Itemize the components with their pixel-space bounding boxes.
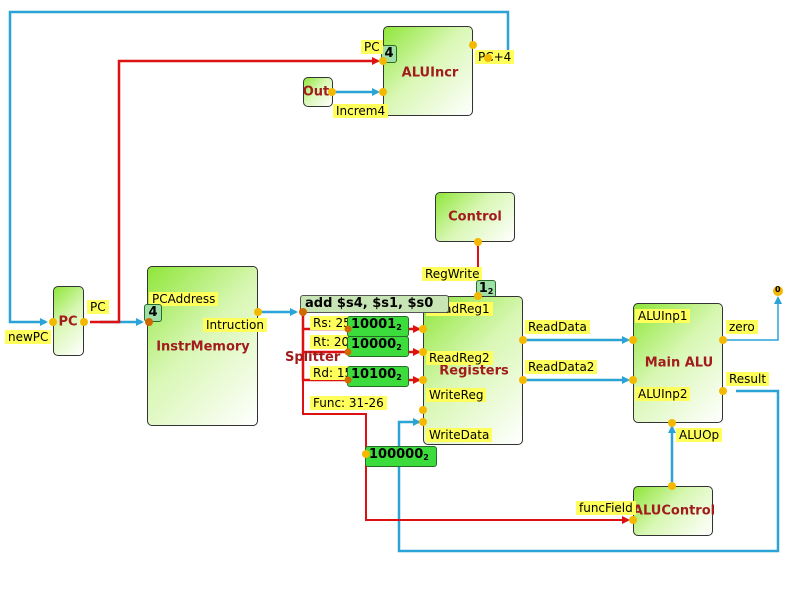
rt-radix: 2 bbox=[396, 343, 402, 352]
control-block[interactable] bbox=[435, 192, 515, 242]
func-bits-display[interactable]: 1000002 bbox=[365, 446, 437, 467]
intruction-label: Intruction bbox=[203, 318, 267, 332]
connector-dot bbox=[379, 88, 387, 96]
connector-dot bbox=[629, 336, 637, 344]
writedata-label: WriteData bbox=[426, 428, 493, 442]
connector-dot bbox=[484, 54, 492, 62]
out-title: Out bbox=[302, 84, 330, 100]
rd-bits: 10100 bbox=[351, 367, 397, 382]
alu-incr-title: ALUIncr bbox=[401, 65, 459, 81]
zero-output-value: 0 bbox=[775, 285, 781, 294]
registers-block[interactable] bbox=[423, 296, 523, 445]
readdata2-label: ReadData2 bbox=[525, 360, 598, 374]
control-title: Control bbox=[448, 209, 502, 225]
result-label: Result bbox=[726, 372, 770, 386]
connector-dot bbox=[419, 406, 427, 414]
readreg2-label: ReadReg2 bbox=[426, 351, 493, 365]
connector-dot bbox=[49, 318, 57, 326]
connector-dot bbox=[328, 88, 336, 96]
regwrite-bit: 1 bbox=[478, 281, 488, 296]
pc-title: PC bbox=[58, 314, 78, 330]
pc-value: 4 bbox=[148, 305, 158, 320]
rs-radix: 2 bbox=[396, 323, 402, 332]
connector-dot bbox=[344, 348, 352, 356]
connector-dot bbox=[519, 336, 527, 344]
alu-incr-pc-label: PC bbox=[361, 40, 383, 54]
connector-dot bbox=[344, 325, 352, 333]
connector-dot bbox=[719, 336, 727, 344]
connector-dot bbox=[719, 387, 727, 395]
alu-control-title: ALUControl bbox=[632, 503, 716, 519]
aluop-label: ALUOp bbox=[676, 428, 723, 442]
funcfield-label: funcField bbox=[576, 501, 636, 515]
rt-bits: 10000 bbox=[351, 337, 397, 352]
aluinp1-label: ALUInp1 bbox=[635, 309, 691, 323]
wire-zero-out bbox=[722, 296, 782, 341]
alu-incr-const[interactable]: 4 bbox=[381, 45, 397, 63]
regwrite-label: RegWrite bbox=[422, 267, 483, 281]
zero-output-probe bbox=[773, 286, 783, 296]
connector-dot bbox=[474, 238, 482, 246]
connector-dot bbox=[668, 419, 676, 427]
func-bits: 100000 bbox=[369, 447, 424, 462]
connector-dot bbox=[379, 57, 387, 65]
splitter-rs-label: Rs: 25 bbox=[310, 316, 354, 330]
connector-dot bbox=[629, 376, 637, 384]
alu-incr-block[interactable] bbox=[383, 26, 473, 116]
rd-radix: 2 bbox=[396, 373, 402, 382]
connector-dot bbox=[519, 376, 527, 384]
readdata-label: ReadData bbox=[525, 320, 590, 334]
alu-incr-const-value: 4 bbox=[384, 46, 394, 61]
splitter-func-label: Func: 31-26 bbox=[310, 396, 387, 410]
pc-value-const[interactable]: 4 bbox=[144, 304, 162, 322]
pc-out-label: PC bbox=[87, 300, 109, 314]
new-pc-label: newPC bbox=[5, 330, 52, 344]
rt-bits-display[interactable]: 100002 bbox=[347, 336, 409, 357]
zero-label: zero bbox=[726, 320, 758, 334]
rs-bits-display[interactable]: 100012 bbox=[347, 316, 409, 337]
connector-dot bbox=[474, 292, 482, 300]
connector-dot bbox=[419, 376, 427, 384]
main-alu-block[interactable] bbox=[633, 303, 723, 423]
connector-dot bbox=[419, 325, 427, 333]
connector-dot bbox=[299, 308, 307, 316]
connector-dot bbox=[145, 318, 153, 326]
wire-result-to-writedata bbox=[397, 389, 780, 553]
splitter-rt-label: Rt: 20 bbox=[310, 335, 353, 349]
rs-bits: 10001 bbox=[351, 317, 397, 332]
writereg-label: WriteReg bbox=[426, 388, 487, 402]
rd-bits-display[interactable]: 101002 bbox=[347, 366, 409, 387]
alu-incr-increm4-label: Increm4 bbox=[333, 104, 389, 118]
connector-dot bbox=[668, 482, 676, 490]
splitter-rd-label: Rd: 15 bbox=[310, 366, 356, 380]
connector-dot bbox=[344, 376, 352, 384]
connector-dot bbox=[419, 418, 427, 426]
wire-pc-to-aluincr bbox=[90, 57, 380, 324]
wire-splitter-func bbox=[302, 380, 630, 524]
instruction-display[interactable]: add $s4, $s1, $s0 bbox=[300, 295, 449, 313]
registers-title: Registers bbox=[439, 363, 509, 379]
connector-dot bbox=[419, 348, 427, 356]
connector-dot bbox=[254, 308, 262, 316]
alu-control-block[interactable] bbox=[633, 486, 713, 536]
aluinp2-label: ALUInp2 bbox=[635, 387, 691, 401]
instr-memory-title: InstrMemory bbox=[156, 339, 250, 355]
main-alu-title: Main ALU bbox=[644, 355, 714, 371]
connector-dot bbox=[469, 41, 477, 49]
splitter-title: Splitter bbox=[285, 350, 341, 365]
func-radix: 2 bbox=[423, 453, 429, 462]
connector-dot bbox=[80, 318, 88, 326]
connector-dot bbox=[629, 516, 637, 524]
connector-dot bbox=[362, 450, 370, 458]
regwrite-radix: 2 bbox=[487, 287, 494, 296]
pcaddress-label: PCAddress bbox=[149, 292, 219, 306]
